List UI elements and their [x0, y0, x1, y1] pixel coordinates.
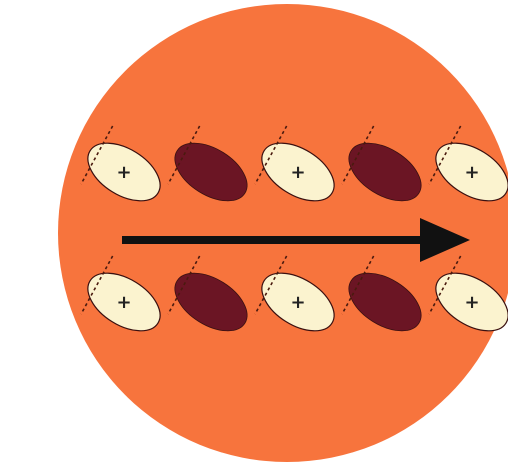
plus-marker: +: [464, 292, 479, 313]
plus-marker: +: [116, 162, 131, 183]
plus-marker: +: [290, 292, 305, 313]
plus-marker: +: [290, 162, 305, 183]
plus-marker: +: [464, 162, 479, 183]
plus-marker: +: [116, 292, 131, 313]
